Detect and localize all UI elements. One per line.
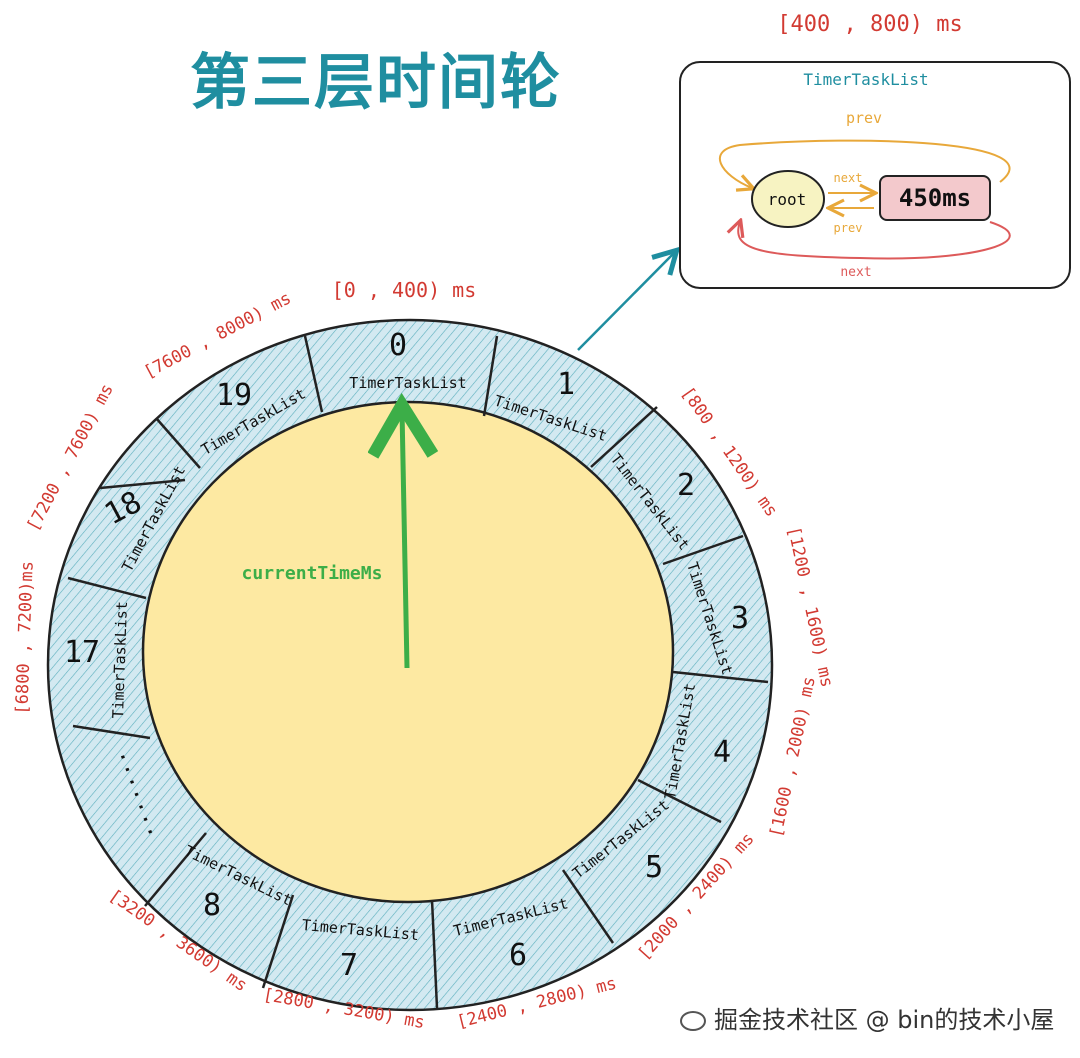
slot-0-index: 0 — [389, 328, 407, 363]
current-time-label: currentTimeMs — [242, 563, 383, 584]
root-node-label: root — [768, 190, 807, 209]
detail-prev-top-label: prev — [846, 109, 882, 127]
detail-range: [400 , 800) ms — [777, 12, 962, 37]
detail-box — [679, 61, 1071, 289]
slot-1-index: 1 — [557, 367, 575, 402]
slot-3-range: [1200 , 1600) ms — [783, 525, 837, 689]
task-node-label: 450ms — [899, 184, 971, 212]
wechat-icon — [680, 1011, 706, 1031]
slot-17-list-label: TimerTaskList — [109, 601, 131, 719]
watermark: 掘金技术社区 @ bin的技术小屋 — [680, 1000, 1054, 1035]
slot-2-index: 2 — [677, 468, 695, 503]
root-node — [751, 170, 825, 228]
slot-3-index: 3 — [731, 601, 749, 636]
slot-0-range: [0 , 400) ms — [332, 278, 477, 302]
next-bottom-label: next — [840, 265, 871, 280]
prev-mid-label: prev — [834, 221, 863, 235]
page-title: 第三层时间轮 — [190, 48, 562, 118]
slot-7-index: 7 — [340, 948, 358, 983]
slot-17-index: 17 — [64, 635, 100, 670]
prev-loop-arrow — [718, 139, 1011, 188]
slot-8-index: 8 — [203, 888, 221, 923]
slot-0-list-label: TimerTaskList — [349, 374, 466, 392]
next-loop-arrow — [738, 222, 1011, 260]
slot-to-detail-arrow — [577, 252, 675, 351]
slot-5-index: 5 — [645, 850, 663, 885]
slot-4-range: [1600 , 2000) ms — [766, 675, 820, 839]
detail-title: TimerTaskList — [803, 70, 928, 89]
slot-4-index: 4 — [713, 735, 731, 770]
slot-17-range: [6800 , 7200)ms — [12, 561, 37, 715]
watermark-text: 掘金技术社区 @ bin的技术小屋 — [714, 1006, 1055, 1034]
slot-dividers — [67, 335, 769, 1009]
slot-19-index: 19 — [216, 378, 252, 413]
task-node — [879, 175, 991, 221]
next-mid-label: next — [834, 171, 863, 185]
slot-6-index: 6 — [509, 938, 527, 973]
current-time-pointer — [402, 410, 407, 669]
